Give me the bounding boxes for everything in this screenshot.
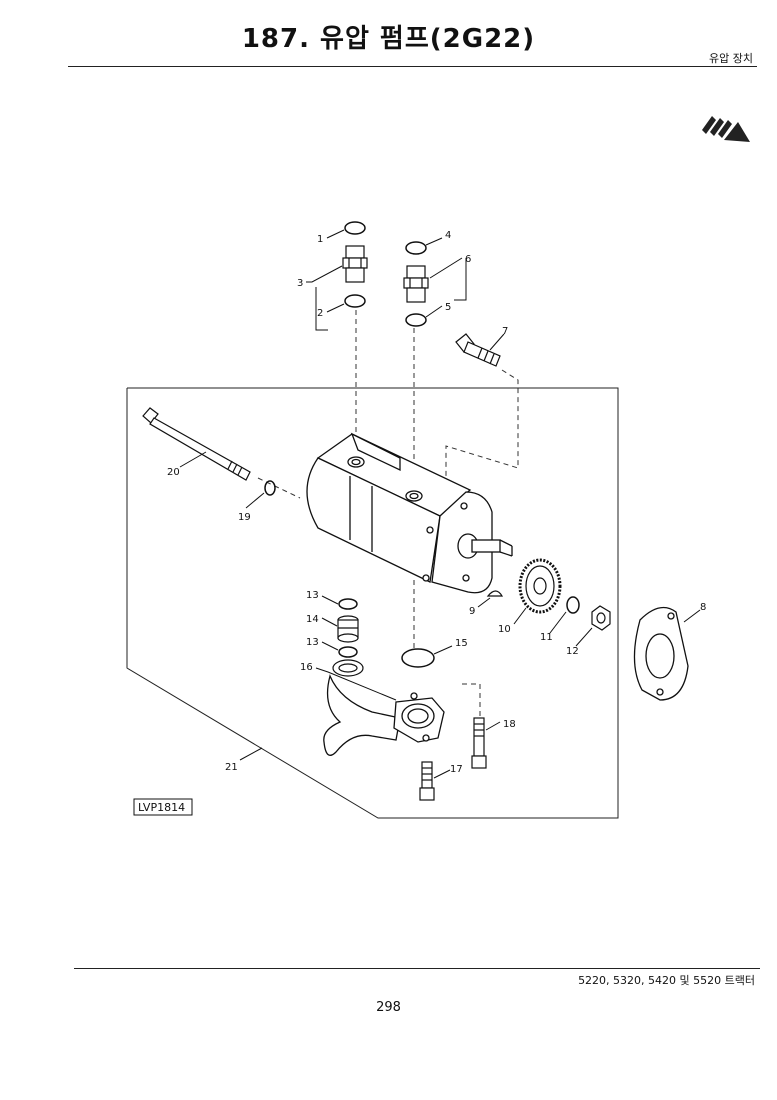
- lock-washer-11: [566, 596, 580, 614]
- pump-body: [306, 432, 513, 594]
- reference-code-box: LVP1814: [133, 798, 193, 816]
- cap-screw-7: [455, 333, 501, 367]
- o-ring-1: [344, 221, 366, 235]
- callout-2: 2: [317, 308, 323, 319]
- callout-12: 12: [566, 646, 579, 657]
- o-ring-2: [344, 294, 366, 308]
- page-number: 298: [376, 1000, 401, 1015]
- gear-10: [518, 558, 562, 614]
- callout-9: 9: [469, 606, 475, 617]
- reference-code: LVP1814: [138, 801, 185, 814]
- section-label: 유압 장치: [709, 52, 753, 65]
- assembly-outline: [126, 387, 619, 819]
- header-rule: [68, 66, 757, 67]
- alignment-lines: [257, 310, 519, 716]
- cap-screw-18: [471, 717, 487, 769]
- callout-21: 21: [225, 762, 238, 773]
- callout-13-lower: 13: [306, 637, 319, 648]
- callout-19: 19: [238, 512, 251, 523]
- nut-12: [591, 605, 611, 631]
- page-title: 187. 유압 펌프(2G22): [241, 24, 536, 54]
- callout-8: 8: [700, 602, 706, 613]
- callout-16: 16: [300, 662, 313, 673]
- callout-15: 15: [455, 638, 468, 649]
- leader-lines: [179, 229, 701, 779]
- sleeve-14: [337, 615, 359, 643]
- direction-arrow-icon: [702, 116, 750, 142]
- callout-17: 17: [450, 764, 463, 775]
- callout-5: 5: [445, 302, 451, 313]
- gasket-16: [332, 659, 364, 677]
- o-ring-13-upper: [338, 598, 358, 610]
- inlet-tube: [323, 673, 445, 756]
- callout-14: 14: [306, 614, 319, 625]
- lock-washer-19: [264, 480, 276, 496]
- callout-1: 1: [317, 234, 323, 245]
- cap-screw-17: [419, 761, 435, 801]
- callout-4: 4: [445, 230, 451, 241]
- callout-11: 11: [540, 632, 553, 643]
- o-ring-13-lower: [338, 646, 358, 658]
- callout-13-upper: 13: [306, 590, 319, 601]
- o-ring-4: [405, 241, 427, 255]
- callout-3: 3: [297, 278, 303, 289]
- gasket-8: [633, 606, 689, 701]
- long-bolt-20: [142, 407, 251, 481]
- o-ring-15: [401, 648, 435, 668]
- footer-rule: [74, 968, 760, 969]
- callout-6: 6: [465, 254, 471, 265]
- callout-7: 7: [502, 326, 508, 337]
- callout-20: 20: [167, 467, 180, 478]
- woodruff-key-9: [486, 590, 504, 597]
- callout-18: 18: [503, 719, 516, 730]
- fitting-6: [403, 265, 429, 303]
- callout-10: 10: [498, 624, 511, 635]
- fitting-3: [342, 245, 368, 283]
- footer-models: 5220, 5320, 5420 및 5520 트랙터: [578, 974, 755, 987]
- o-ring-5: [405, 313, 427, 327]
